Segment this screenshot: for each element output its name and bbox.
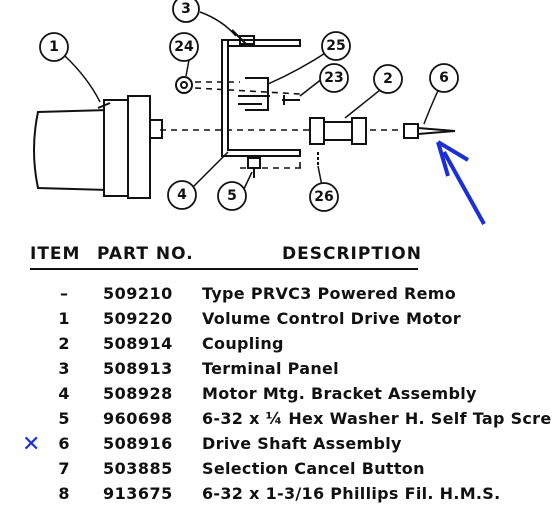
item-number: – <box>60 284 68 303</box>
item-number: 4 <box>58 384 70 403</box>
coupling-drawing <box>309 117 367 145</box>
mounting-bracket-drawing <box>221 29 301 157</box>
drive-motor-drawing <box>33 95 163 199</box>
callout-23-label: 23 <box>324 70 343 86</box>
callout-24-label: 24 <box>174 39 194 55</box>
part-number: 508913 <box>103 359 173 378</box>
part-description: 6-32 x ¼ Hex Washer H. Self Tap Scre <box>202 409 552 428</box>
part-description: Motor Mtg. Bracket Assembly <box>202 384 477 403</box>
callout-26-label: 26 <box>314 189 333 205</box>
callout-4-label: 4 <box>177 187 187 203</box>
callout-4 <box>167 180 197 210</box>
part-description: Drive Shaft Assembly <box>202 434 402 453</box>
header-description: DESCRIPTION <box>282 244 422 264</box>
item-number: 1 <box>58 309 70 328</box>
drive-shaft-drawing <box>403 123 456 139</box>
callout-26 <box>309 182 339 212</box>
screw-23-drawing <box>282 95 300 105</box>
table-row: 3 508913 Terminal Panel <box>0 359 560 384</box>
washer-24-drawing <box>175 76 193 94</box>
item-number: 5 <box>58 409 70 428</box>
part-description: Selection Cancel Button <box>202 459 425 478</box>
callout-1-label: 1 <box>49 39 59 55</box>
item-number: 3 <box>58 359 70 378</box>
screw-5-drawing <box>247 157 261 178</box>
table-row: 4 508928 Motor Mtg. Bracket Assembly <box>0 384 560 409</box>
callout-2 <box>373 64 403 94</box>
header-part-no: PART NO. <box>97 244 194 264</box>
callout-5-label: 5 <box>227 188 237 204</box>
part-description: 6-32 x 1-3/16 Phillips Fil. H.M.S. <box>202 484 501 503</box>
part-description: Terminal Panel <box>202 359 339 378</box>
part-description: Volume Control Drive Motor <box>202 309 461 328</box>
table-row: 2 508914 Coupling <box>0 334 560 359</box>
item-number: 8 <box>58 484 70 503</box>
selected-x-mark: ✕ <box>22 432 41 457</box>
part-number: 508916 <box>103 434 173 453</box>
item-number: 2 <box>58 334 70 353</box>
callout-3-label: 3 <box>181 1 191 17</box>
highlight-arrow <box>436 140 486 225</box>
callout-24 <box>169 32 199 62</box>
header-item: ITEM <box>30 244 81 264</box>
part-number: 509210 <box>103 284 173 303</box>
callout-6-label: 6 <box>439 70 449 86</box>
exploded-parts-diagram: 1 3 24 25 23 2 6 4 5 26 <box>33 0 486 225</box>
item-number: 6 <box>58 434 70 453</box>
table-row: 8 913675 6-32 x 1-3/16 Phillips Fil. H.M… <box>0 484 560 509</box>
part-number: 913675 <box>103 484 173 503</box>
callout-3 <box>172 0 200 23</box>
part-number: 508914 <box>103 334 173 353</box>
part-number: 503885 <box>103 459 173 478</box>
callout-25-label: 25 <box>326 38 345 54</box>
item-number: 7 <box>58 459 70 478</box>
part-description: Type PRVC3 Powered Remo <box>202 284 457 303</box>
callout-23 <box>319 63 349 93</box>
header-rule <box>30 268 418 270</box>
table-row: – 509210 Type PRVC3 Powered Remo <box>0 284 560 309</box>
callout-1 <box>39 32 69 62</box>
table-row-selected: ✕ 6 508916 Drive Shaft Assembly <box>0 432 560 459</box>
part-description: Coupling <box>202 334 284 353</box>
part-number: 509220 <box>103 309 173 328</box>
table-row: 1 509220 Volume Control Drive Motor <box>0 309 560 334</box>
table-row: 7 503885 Selection Cancel Button <box>0 459 560 484</box>
part-number: 960698 <box>103 409 173 428</box>
table-row: 5 960698 6-32 x ¼ Hex Washer H. Self Tap… <box>0 409 560 434</box>
part-number: 508928 <box>103 384 173 403</box>
callout-25 <box>321 31 351 61</box>
callout-6 <box>429 63 459 93</box>
callout-5 <box>217 181 247 211</box>
callout-2-label: 2 <box>383 71 393 87</box>
